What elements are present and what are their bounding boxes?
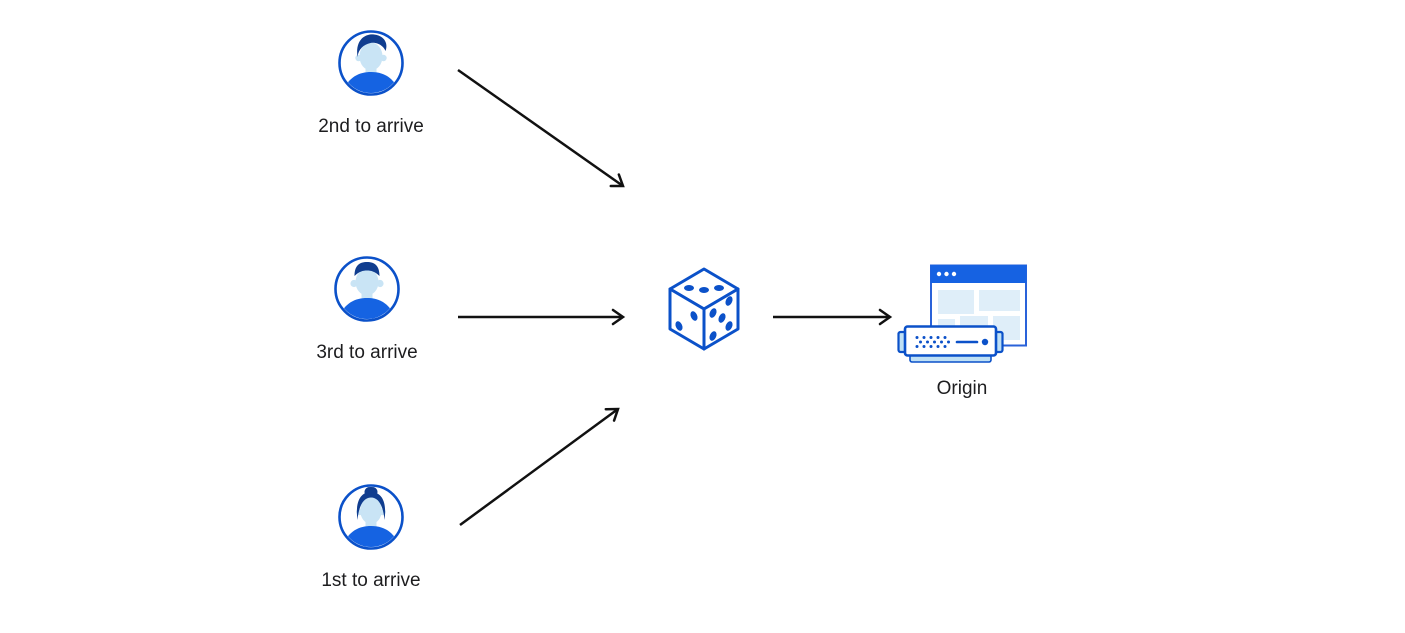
dice-icon [666, 266, 742, 352]
user-label-2nd: 2nd to arrive [318, 116, 424, 137]
user-label-1st: 1st to arrive [321, 570, 421, 591]
origin-node: Origin [897, 264, 1027, 400]
arrow-user2-to-dice [457, 68, 625, 188]
female-avatar-bun-icon [338, 484, 404, 550]
server-box-icon [897, 325, 1004, 363]
user-node-1st: 1st to arrive [296, 484, 446, 592]
dice-node [666, 266, 742, 352]
arrow-user1-to-dice [459, 407, 620, 527]
origin-server-browser-icon [897, 264, 1027, 364]
user-node-3rd: 3rd to arrive [292, 256, 442, 364]
origin-label: Origin [936, 378, 988, 399]
user-label-3rd: 3rd to arrive [316, 342, 418, 363]
male-avatar-flat-top-icon [334, 256, 400, 322]
male-avatar-swept-hair-icon [338, 30, 404, 96]
user-node-2nd: 2nd to arrive [296, 30, 446, 138]
